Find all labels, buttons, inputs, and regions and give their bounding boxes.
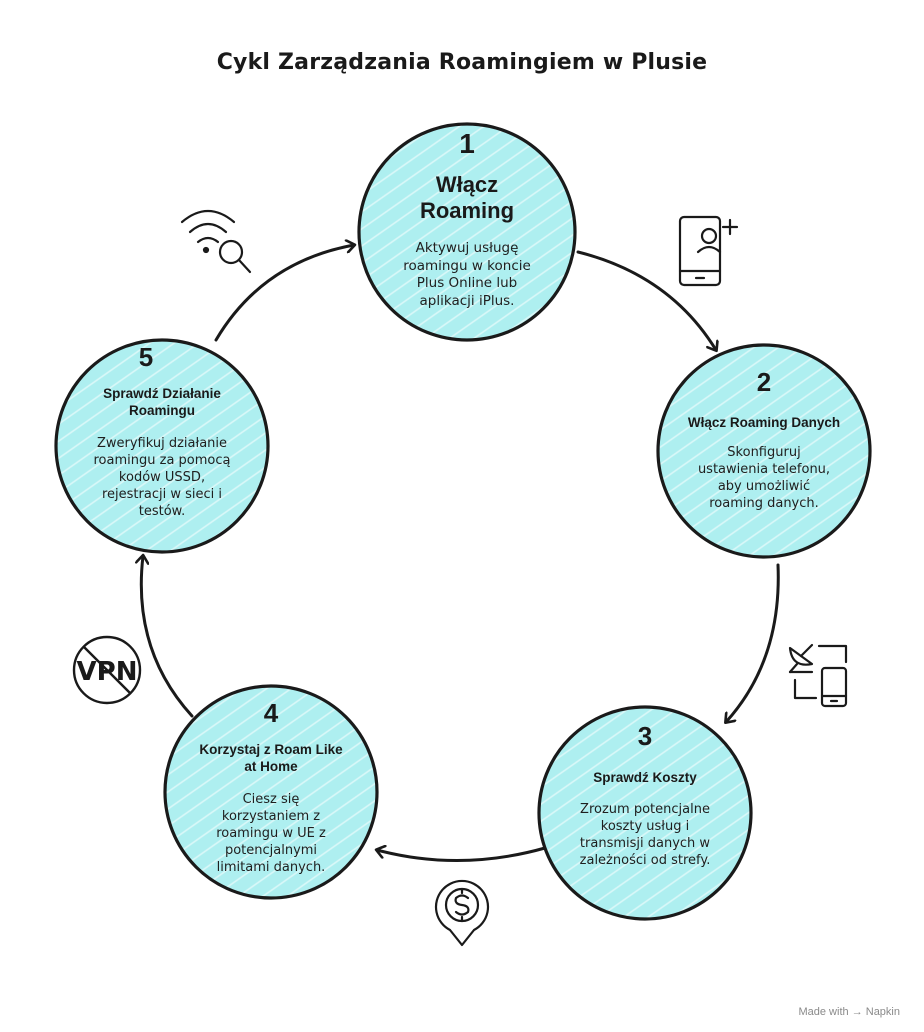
step-heading: Sprawdź Koszty — [593, 770, 697, 785]
napkin-logo-icon: → — [851, 1006, 863, 1018]
step-number: 4 — [263, 698, 279, 728]
vpn-text: VPN — [77, 657, 138, 687]
step-3: 3 Sprawdź Koszty Zrozum potencjalne kosz… — [539, 707, 751, 919]
made-with-napkin-credit: Made with → Napkin — [798, 1006, 900, 1018]
arrow-5-to-1 — [214, 245, 354, 342]
step-circle-2 — [656, 343, 872, 559]
step-heading: Sprawdź Działanie Roamingu — [103, 386, 221, 418]
made-with-text: Made with — [798, 1006, 849, 1018]
step-heading: Korzystaj z Roam Like at Home — [199, 742, 343, 774]
step-number: 3 — [637, 721, 653, 751]
step-circle-5 — [54, 338, 270, 554]
arrow-3-to-4 — [377, 848, 547, 862]
step-circle-1 — [357, 122, 577, 342]
step-number: 1 — [459, 128, 475, 159]
step-description: Ciesz się korzystaniem z roamingu w UE z… — [216, 792, 326, 875]
no-vpn-icon: VPN — [72, 635, 142, 705]
phone-add-user-icon — [678, 215, 739, 287]
satellite-phone-icon — [788, 643, 848, 708]
step-circle-3 — [537, 705, 753, 921]
arrow-4-to-5 — [141, 556, 194, 718]
step-number: 2 — [756, 367, 772, 397]
page-title: Cykl Zarządzania Roamingiem w Plusie — [216, 50, 708, 75]
step-heading: Włącz Roaming — [419, 172, 515, 224]
step-heading: Włącz Roaming Danych — [687, 415, 841, 430]
wifi-search-icon — [180, 209, 252, 274]
arrow-2-to-3 — [726, 563, 780, 722]
arrow-1-to-2 — [576, 250, 716, 350]
step-4: 4 Korzystaj z Roam Like at Home Ciesz si… — [165, 686, 377, 898]
step-description: Zweryfikuj działanie roamingu za pomocą … — [93, 436, 231, 519]
step-circle-4 — [163, 684, 379, 900]
dollar-location-icon — [434, 879, 490, 947]
step-2: 2 Włącz Roaming Danych Skonfiguruj ustaw… — [658, 345, 870, 557]
napkin-brand: Napkin — [865, 1006, 900, 1018]
step-description: Zrozum potencjalne koszty usług i transm… — [579, 802, 711, 868]
step-description: Skonfiguruj ustawienia telefonu, aby umo… — [697, 445, 831, 511]
step-1: 1 Włącz Roaming Aktywuj usługę roamingu … — [359, 124, 575, 340]
step-description: Aktywuj usługę roamingu w koncie Plus On… — [403, 240, 531, 309]
step-5: 5 Sprawdź Działanie Roamingu Zweryfikuj … — [56, 340, 268, 552]
step-number: 5 — [138, 342, 154, 372]
